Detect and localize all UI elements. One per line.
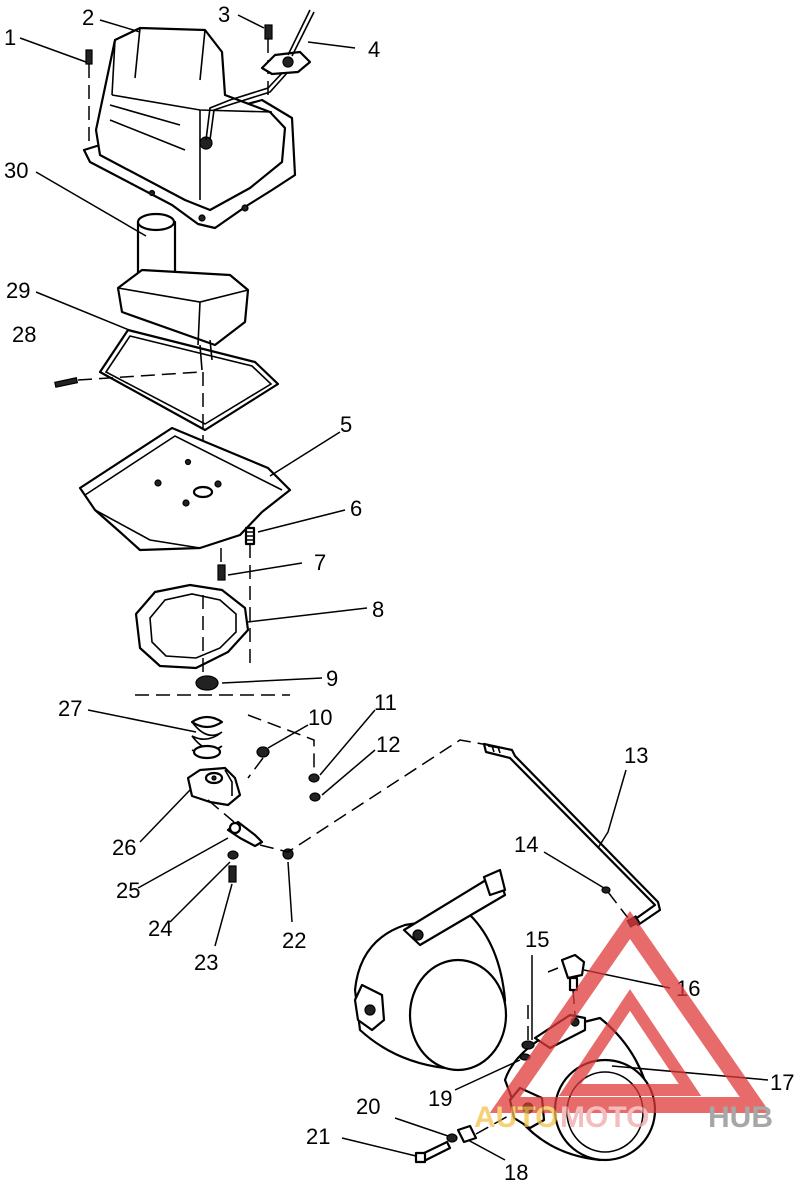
leader-lines — [19, 14, 769, 1161]
gasket-part-8 — [134, 583, 250, 670]
bushing-part-18 — [456, 1124, 478, 1144]
callout-27: 27 — [58, 696, 82, 721]
callout-30: 30 — [4, 158, 28, 183]
callout-15: 15 — [525, 927, 549, 952]
callout-28: 28 — [12, 322, 36, 347]
watermark-inner-triangle-icon — [558, 989, 702, 1096]
cam-link-axis — [207, 799, 235, 823]
automotohub-watermark: AUTO MOTO HUB — [474, 910, 773, 1134]
callout-21: 21 — [306, 1124, 330, 1149]
callout-3: 3 — [218, 2, 230, 27]
screw-part-7 — [217, 548, 226, 581]
base-plate-part-5 — [78, 426, 292, 552]
gasket-part-29 — [98, 328, 280, 432]
callout-12: 12 — [376, 732, 400, 757]
swivel-part-16 — [560, 953, 586, 992]
watermark-brand-auto: AUTO — [474, 1101, 558, 1134]
nut-part-12 — [309, 792, 321, 802]
callout-24: 24 — [148, 916, 172, 941]
bolt-part-21 — [414, 1140, 452, 1164]
washer-part-20 — [446, 1133, 458, 1143]
dashed-cable-path — [259, 739, 489, 853]
callout-20: 20 — [356, 1094, 380, 1119]
callout-17: 17 — [770, 1070, 794, 1095]
callout-6: 6 — [350, 496, 362, 521]
callout-25: 25 — [116, 878, 140, 903]
cover-housing — [82, 26, 297, 230]
callout-23: 23 — [194, 950, 218, 975]
screw-part-23 — [228, 865, 237, 883]
callout-labels: 1 2 3 4 5 6 7 8 9 10 11 12 13 14 15 16 1… — [4, 2, 794, 1181]
watermark-brand-hub: HUB — [708, 1101, 773, 1134]
nut-part-10 — [247, 746, 270, 779]
washer-part-15 — [521, 1040, 535, 1050]
clip-part-14 — [601, 886, 611, 894]
dashed-leader-11 — [247, 714, 315, 770]
callout-26: 26 — [112, 835, 136, 860]
callout-8: 8 — [372, 597, 384, 622]
rod-to-clip-axis — [607, 891, 629, 919]
cable-plate-part-4 — [260, 9, 315, 76]
callout-5: 5 — [340, 412, 352, 437]
cam-part-26 — [186, 766, 242, 807]
exhaust-valve-housing-left — [353, 868, 508, 1072]
watermark-triangle-icon — [489, 910, 771, 1113]
watermark-brand-moto: MOTO — [560, 1101, 649, 1134]
callout-1: 1 — [4, 25, 16, 50]
spring-part-27 — [190, 715, 224, 760]
callout-18: 18 — [504, 1160, 528, 1181]
callout-10: 10 — [308, 705, 332, 730]
callout-7: 7 — [314, 550, 326, 575]
callout-4: 4 — [368, 37, 380, 62]
control-rod-part-13 — [482, 742, 662, 928]
callout-11: 11 — [374, 690, 397, 715]
ball-link-part-25 — [226, 820, 264, 848]
spring-seat-part-9 — [135, 675, 290, 696]
washer-part-11 — [308, 773, 320, 783]
callout-2: 2 — [82, 5, 94, 30]
screw-part-6 — [244, 526, 256, 670]
pin-part-28 — [54, 371, 201, 388]
swivel-axis — [547, 967, 559, 973]
callout-22: 22 — [282, 928, 306, 953]
screw-part-1 — [85, 49, 93, 145]
callout-9: 9 — [326, 666, 338, 691]
washer-part-24 — [227, 850, 239, 860]
callout-29: 29 — [6, 278, 30, 303]
bolt-axis — [475, 1114, 511, 1135]
callout-14: 14 — [514, 832, 538, 857]
callout-13: 13 — [624, 743, 648, 768]
callout-19: 19 — [428, 1086, 452, 1111]
actuator-motor — [116, 212, 250, 371]
